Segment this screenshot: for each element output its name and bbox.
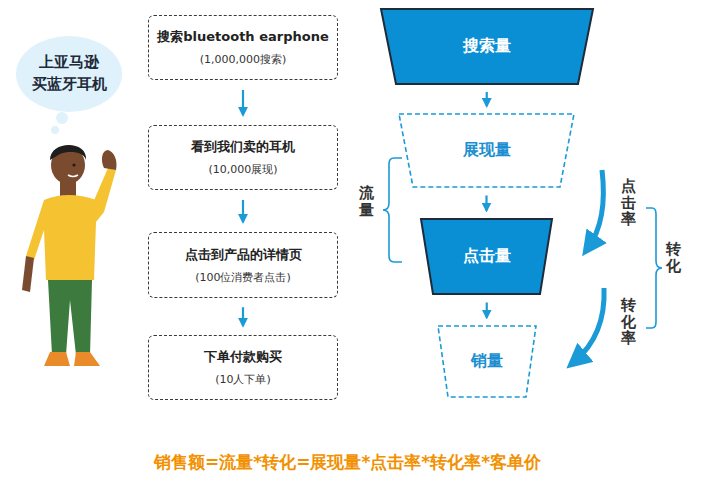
bubble-shape xyxy=(16,36,122,112)
funnel-stage: 搜索量 xyxy=(380,8,594,85)
flow-arrow xyxy=(486,92,488,106)
flow-arrow xyxy=(242,307,244,326)
process-box: 看到我们卖的耳机 (10,000展现) xyxy=(148,125,338,190)
node-title: 搜索bluetooth earphone xyxy=(157,28,328,46)
funnel-stage: 展现量 xyxy=(398,113,575,188)
node-title: 下单付款购买 xyxy=(204,348,282,366)
outline xyxy=(16,36,122,112)
flow-arrow xyxy=(242,90,244,115)
node-title: 销量 xyxy=(471,351,503,372)
rate-label: 点击率 xyxy=(621,178,636,228)
outline xyxy=(421,219,552,294)
flow-label: 流量 xyxy=(359,185,374,218)
bubble-dot xyxy=(56,112,68,124)
node-title: 点击量 xyxy=(463,246,511,267)
flow-arrow xyxy=(485,196,487,211)
rate-label: 转化率 xyxy=(621,297,636,347)
flow-arrow xyxy=(486,303,488,318)
node-title: 上亚马逊 买蓝牙耳机 xyxy=(30,52,108,96)
funnel-stage: 点击量 xyxy=(420,218,553,295)
formula-caption: 销售额=流量*转化=展现量*点击率*转化率*客单价 xyxy=(154,451,541,474)
bracket xyxy=(646,208,662,328)
outline xyxy=(438,326,536,397)
process-box: 点击到产品的详情页 (100位消费者点击) xyxy=(148,232,338,298)
node-subtitle: (10,000展现) xyxy=(208,162,277,177)
process-box: 下单付款购买 (10人下单) xyxy=(148,335,338,400)
bracket xyxy=(383,158,402,262)
outline xyxy=(381,9,593,84)
bracket-label: 转化 xyxy=(666,241,681,274)
node-title: 看到我们卖的耳机 xyxy=(191,138,295,156)
rate-arrow xyxy=(588,170,603,248)
node-subtitle: (1,000,000搜索) xyxy=(200,52,287,67)
bubble-dot xyxy=(51,126,59,134)
process-box: 搜索bluetooth earphone (1,000,000搜索) xyxy=(148,15,338,80)
rate-arrow xyxy=(574,288,604,362)
outline xyxy=(399,114,574,187)
flow-arrow xyxy=(242,200,244,222)
speech-bubble: 上亚马逊 买蓝牙耳机 xyxy=(16,36,122,112)
node-subtitle: (100位消费者点击) xyxy=(195,270,291,285)
node-subtitle: (10人下单) xyxy=(215,372,271,387)
person-figure xyxy=(22,145,117,366)
funnel-stage: 销量 xyxy=(437,325,537,398)
node-title: 点击到产品的详情页 xyxy=(185,246,302,264)
node-title: 展现量 xyxy=(463,140,511,161)
node-title: 搜索量 xyxy=(463,36,511,57)
